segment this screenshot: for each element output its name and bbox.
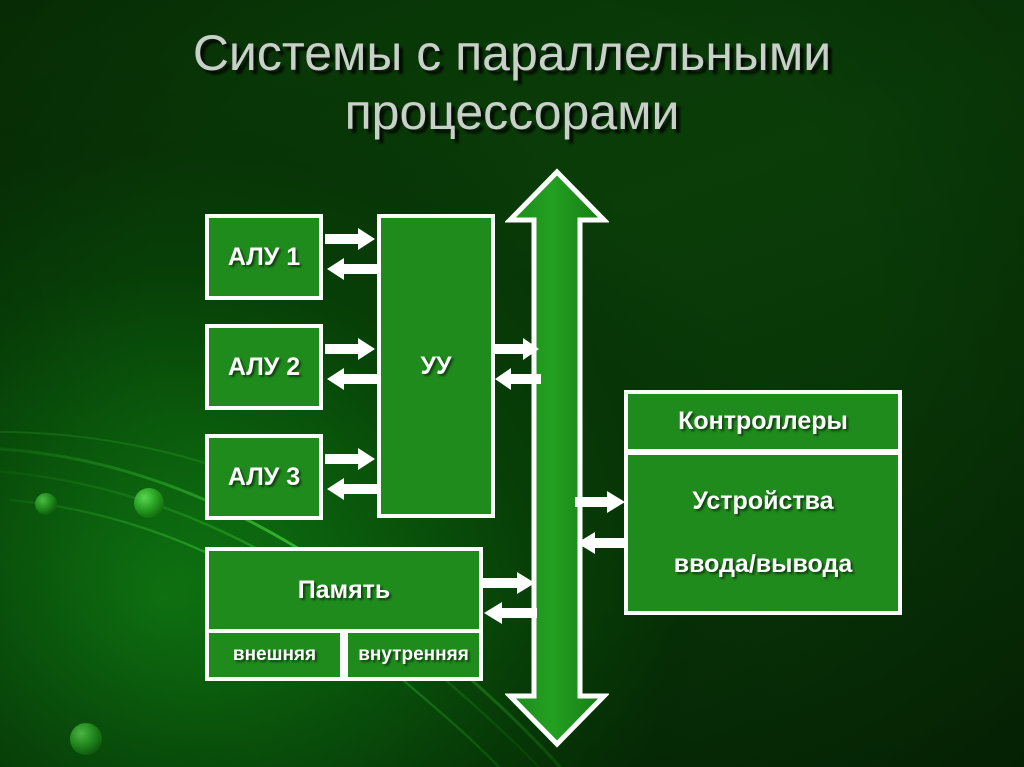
memory-box[interactable]: Память	[205, 547, 483, 633]
alu-2-label: АЛУ 2	[227, 352, 301, 381]
alu1-uu-connector-arrows-icon	[325, 228, 377, 280]
background-sphere	[70, 723, 102, 755]
background-sphere	[134, 488, 164, 518]
memory-bus-connector-arrows-icon	[482, 572, 537, 624]
system-bus-arrow-icon[interactable]	[505, 168, 609, 748]
alu-3-box[interactable]: АЛУ 3	[205, 434, 323, 520]
memory-internal-box[interactable]: внутренняя	[344, 631, 483, 681]
memory-external-box[interactable]: внешняя	[205, 631, 344, 681]
alu2-uu-connector-arrows-icon	[325, 338, 377, 390]
control-unit-box[interactable]: УУ	[377, 214, 495, 518]
controllers-label: Контроллеры	[678, 407, 848, 435]
memory-external-label: внешняя	[232, 644, 317, 665]
io-devices-label-line-2: ввода/вывода	[673, 550, 853, 578]
control-unit-label: УУ	[420, 351, 452, 380]
uu-bus-connector-arrows-icon	[493, 338, 541, 390]
alu-1-box[interactable]: АЛУ 1	[205, 214, 323, 300]
alu-3-label: АЛУ 3	[227, 462, 301, 491]
controllers-box[interactable]: Контроллеры	[624, 390, 902, 453]
alu-1-label: АЛУ 1	[227, 242, 301, 271]
alu3-uu-connector-arrows-icon	[325, 448, 377, 500]
alu-2-box[interactable]: АЛУ 2	[205, 324, 323, 410]
io-devices-label-line-1: Устройства	[692, 487, 834, 515]
io-devices-box[interactable]: Устройства ввода/вывода	[624, 453, 902, 615]
memory-label: Память	[297, 575, 391, 604]
bus-io-connector-arrows-icon	[575, 491, 627, 554]
page-title: Системы с параллельными процессорами	[192, 25, 832, 140]
memory-internal-label: внутренняя	[358, 644, 469, 665]
background-sphere	[35, 493, 57, 515]
